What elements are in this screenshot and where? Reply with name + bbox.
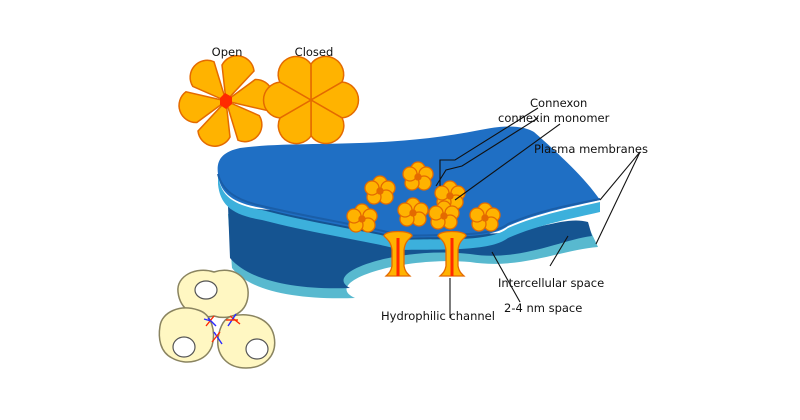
- membrane-connexons: [346, 161, 501, 233]
- connexon-leader-2: [435, 117, 539, 187]
- connexin-monomer-leader: [454, 123, 561, 201]
- nm-space-label: 2-4 nm space: [504, 301, 582, 315]
- connexon: [402, 161, 434, 191]
- connexon-label: Connexon: [530, 96, 587, 110]
- connexon: [397, 197, 429, 227]
- channel: [437, 230, 467, 277]
- connexin-monomer-label: connexin monomer: [498, 111, 610, 125]
- connexon: [346, 203, 378, 233]
- plasma-membranes-label: Plasma membranes: [534, 142, 648, 156]
- closed-label: Closed: [295, 45, 334, 59]
- nm-space-leader: [491, 251, 521, 303]
- plasma-membranes-leader-1: [599, 151, 641, 201]
- connexon-closed-icon: [262, 55, 360, 145]
- intercellular-space-leader: [549, 235, 569, 267]
- connexon-leader: [439, 107, 539, 186]
- channel: [383, 230, 413, 277]
- open-label: Open: [212, 45, 243, 59]
- connexon: [428, 200, 460, 230]
- leader-lines: [435, 107, 641, 318]
- junction-markers: [203, 313, 241, 345]
- intercellular-space-label: Intercellular space: [498, 276, 604, 290]
- plasma-membranes-leader-2: [595, 151, 641, 245]
- cells-illustration: [158, 269, 276, 369]
- hydrophilic-channel-label: Hydrophilic channel: [381, 309, 495, 323]
- connexon: [469, 202, 501, 232]
- connexon-open-icon: [178, 55, 274, 147]
- connexon: [364, 175, 396, 205]
- gap-junction-channels: [383, 230, 467, 277]
